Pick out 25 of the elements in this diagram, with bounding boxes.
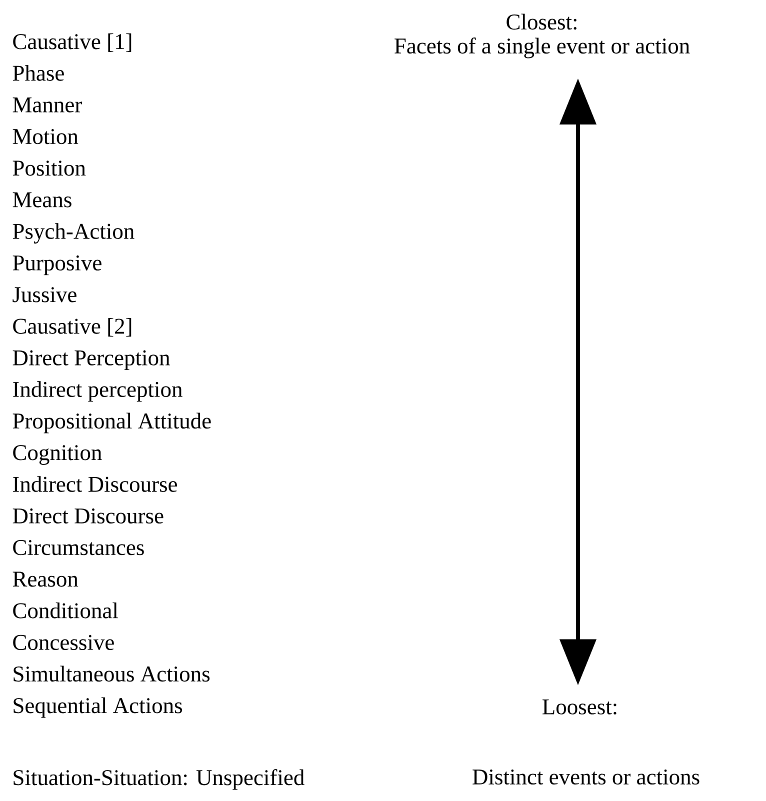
category-label: Phase <box>12 65 64 81</box>
category-label: Manner <box>12 97 82 112</box>
category-label: Psych-Action <box>12 223 134 244</box>
category-label: Propositional Attitude <box>12 412 211 434</box>
category-label: Conditional <box>13 602 118 618</box>
scale-end-text: Loosest: Distinct events or actions <box>472 699 700 785</box>
category-label: Indirect Discourse <box>13 476 177 492</box>
category-label: Sequential Actions <box>14 697 182 718</box>
category-label: Simultaneous Actions <box>14 666 210 682</box>
category-label: Causative [2] <box>13 318 132 337</box>
category-label: Purposive <box>12 255 102 276</box>
category-label: Reason <box>12 572 78 587</box>
category-label: Position <box>12 160 86 176</box>
category-label: Motion <box>12 129 78 144</box>
category-label: Direct Discourse <box>12 508 164 524</box>
category-label: Indirect perception <box>13 381 182 402</box>
category-label: Means <box>12 192 72 208</box>
category-label: Jussive <box>12 287 76 302</box>
category-label: Direct Perception <box>12 350 170 370</box>
scale-end-text: Closest: Facets of a single event or action <box>394 14 690 58</box>
category-label: Concessive <box>13 634 114 650</box>
category-label: Situation-Situation: Unspecified <box>14 769 304 790</box>
category-label: Circumstances <box>13 540 144 556</box>
category-label: Cognition <box>13 445 102 465</box>
category-label: Causative [1] <box>13 33 132 52</box>
